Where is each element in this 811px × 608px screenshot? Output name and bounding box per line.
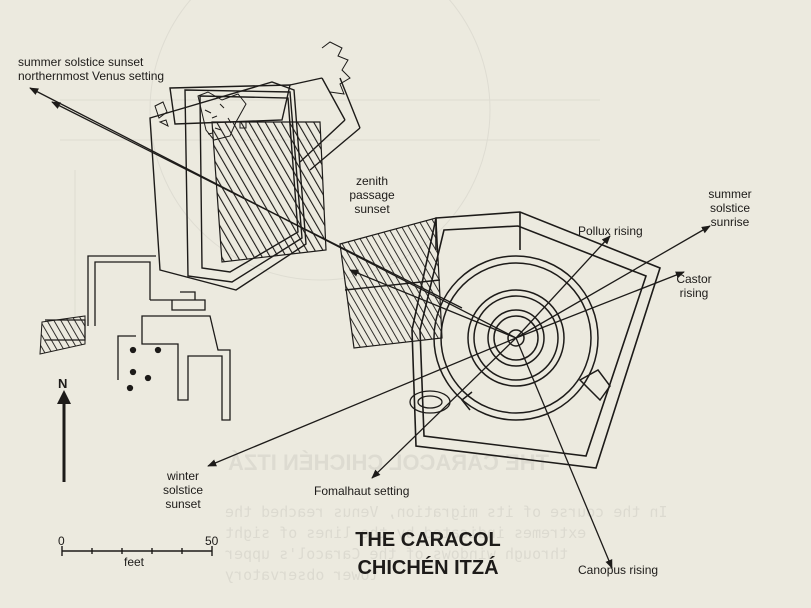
main-staircase [211, 121, 327, 263]
label-pollux-rising: Pollux rising [578, 224, 643, 238]
scale-zero-label: 0 [58, 534, 65, 548]
line-pollux-rising [515, 235, 611, 339]
north-arrow [57, 390, 71, 482]
sight-lines [29, 87, 711, 569]
caracol-tower [433, 255, 611, 421]
line-summer-solstice-sunrise [515, 225, 711, 339]
upper-platform [411, 211, 661, 469]
north-label: N [58, 376, 68, 391]
upper-staircase [339, 217, 443, 349]
label-summer-solstice-sunset: summer solstice sunset northernmost Venu… [18, 55, 165, 83]
title-line-2: CHICHÉN ITZÁ [357, 557, 499, 579]
line-zenith-sunset [349, 269, 517, 339]
scale-fifty-label: 50 [205, 534, 219, 548]
small-round-structure [409, 390, 451, 414]
rubble-area [154, 41, 351, 141]
bleed-through-graphics [60, 0, 600, 330]
label-canopus-rising: Canopus rising [578, 563, 659, 577]
line-venus-setting [51, 101, 463, 309]
label-fomalhaut-setting: Fomalhaut setting [314, 484, 410, 498]
label-zenith-passage-sunset: zenith passage sunset [349, 174, 395, 216]
label-summer-solstice-sunrise: summer solstice sunrise [708, 187, 752, 229]
label-winter-solstice-sunset: winter solstice sunset [162, 469, 203, 511]
line-fomalhaut-setting [371, 337, 517, 479]
scale-bar [61, 546, 213, 556]
line-canopus-rising [515, 337, 613, 569]
line-winter-solstice-sunset [207, 337, 517, 467]
scale-unit-label: feet [124, 555, 145, 569]
annex-buildings [45, 255, 231, 421]
label-castor-rising: Castor rising [676, 272, 712, 300]
side-stairs [39, 315, 86, 355]
title-line-1: THE CARACOL [355, 529, 501, 551]
line-castor-rising [515, 271, 685, 339]
